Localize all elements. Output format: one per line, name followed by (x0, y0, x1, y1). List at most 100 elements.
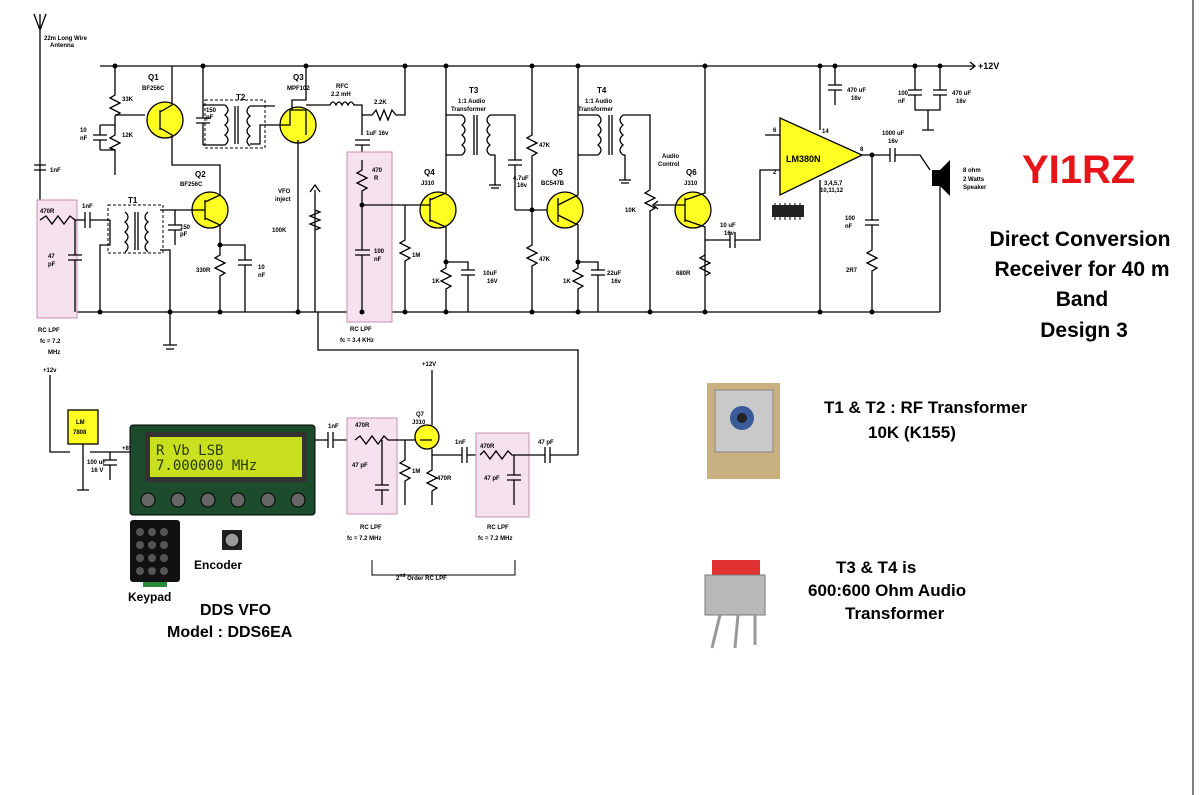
t3-coil (460, 114, 466, 156)
q7-12v-label: +12V (422, 362, 436, 368)
r680-label: 680R (676, 271, 691, 277)
q5-type: BC547B (541, 181, 565, 187)
t3-label1: 1:1 Audio (458, 99, 485, 105)
lpf4-label1: RC LPF (487, 525, 509, 531)
c1nf-a-label: 1nF (328, 424, 339, 430)
lpf2-label1: RC LPF (350, 327, 372, 333)
spk-label1: 8 ohm (963, 168, 981, 174)
r2k2-label: 2.2K (374, 100, 387, 106)
second-order-label: 2 (396, 576, 400, 582)
c150pf-t2-label1: 150 (206, 108, 217, 114)
q1-type: BF256C (142, 86, 165, 92)
c100uf-label2: 16 V (91, 468, 103, 474)
c470uf-s-label1: 470 uF (952, 91, 971, 97)
c100nf-af-label2: nF (374, 257, 382, 263)
c10uf-out-label1: 10 uF (720, 223, 736, 229)
ac-label2: Control (658, 162, 680, 168)
ic-pins-label2: 10,11,12 (820, 188, 844, 194)
c47pf-out-label: 47 pF (538, 440, 554, 446)
q1-transistor (146, 101, 184, 139)
lcd-screen (150, 437, 302, 477)
lpf4-label2: fc = 7.2 MHz (478, 536, 513, 542)
q2-type: BF256C (180, 182, 203, 188)
t4-label2: Transformer (578, 107, 614, 113)
c150pf-q2-label2: pF (180, 232, 188, 238)
lcd-line2: 7.000000 MHz (156, 458, 257, 474)
r12k-label: 12K (122, 133, 134, 139)
title-line4: Design 3 (1040, 319, 1128, 342)
c1nf-in-label: 1nF (82, 204, 93, 210)
q5-name: Q5 (552, 168, 563, 177)
t3-name: T3 (469, 86, 479, 95)
c100nf-s-label2: nF (898, 99, 906, 105)
q7-name: Q7 (416, 412, 425, 418)
q4-name: Q4 (424, 168, 435, 177)
lpf3-label1: RC LPF (360, 525, 382, 531)
q5-transistor (546, 191, 584, 229)
chip-icon (772, 203, 804, 220)
pot10k-label: 10K (625, 208, 637, 214)
c47pf-b-label: 47 pF (484, 476, 500, 482)
c100nf-o-label1: 100 (845, 216, 856, 222)
c10uf-q4-label1: 10uF (483, 271, 497, 277)
c10nf-label2: nF (80, 136, 88, 142)
c47uf-label2: 16v (517, 183, 528, 189)
encoder-icon[interactable] (222, 530, 242, 550)
rfc-label1: RFC (336, 84, 349, 90)
c47pf-label1: 47 (48, 254, 55, 260)
r47k-a-label: 47K (539, 143, 551, 149)
q6-name: Q6 (686, 168, 697, 177)
t3t4-note3: Transformer (845, 604, 945, 623)
audio-control-pot (643, 189, 657, 312)
audio-transformer-photo (704, 560, 766, 649)
pin6-label: 6 (773, 128, 777, 134)
r470-a-label: 470R (355, 423, 370, 429)
lpf3-label2: fc = 7.2 MHz (347, 536, 382, 542)
lcd-line1: R Vb LSB (156, 443, 223, 459)
r470-af-label1: 470 (372, 168, 383, 174)
pin2-label: 2 (773, 170, 777, 176)
keypad-icon[interactable] (130, 520, 180, 587)
dds-model: Model : DDS6EA (167, 624, 293, 641)
c47pf-a-label: 47 pF (352, 463, 368, 469)
lpf1-label1: RC LPF (38, 328, 60, 334)
ic-pins-label1: 3,4,5,7 (824, 181, 843, 187)
rfc-coil (306, 101, 363, 135)
svg-text:2nd Order RC LPF: 2nd Order RC LPF (396, 573, 447, 582)
c10nf-label1: 10 (80, 128, 87, 134)
c22uf-label2: 16v (611, 279, 622, 285)
dds-buttons[interactable] (140, 492, 306, 508)
t4-label1: 1:1 Audio (585, 99, 612, 105)
c100nf-s-label1: 100 (898, 91, 909, 97)
q6-transistor (674, 191, 712, 229)
pin14-label: 14 (822, 129, 829, 135)
lpf2-box (346, 151, 393, 323)
c470uf-s-label2: 16v (956, 99, 967, 105)
reg-label1: LM (76, 420, 85, 426)
c470uf-label1: 470 uF (847, 88, 866, 94)
q2-name: Q2 (195, 170, 206, 179)
supply-label: +12V (978, 61, 999, 71)
encoder-label: Encoder (194, 558, 242, 572)
pin8-label: 8 (860, 147, 864, 153)
t3t4-note1: T3 & T4 is (836, 558, 916, 577)
r33k-label: 33K (122, 97, 134, 103)
c1000uf-label1: 1000 uF (882, 131, 905, 137)
vfo-12v-label: +12v (43, 368, 57, 374)
c470uf-label2: 16v (851, 96, 862, 102)
lpf1-label3: MHz (48, 350, 60, 356)
vfo-label2: inject (275, 197, 291, 203)
lpf1-label2: fc = 7.2 (40, 339, 61, 345)
t2-label: T2 (236, 93, 246, 102)
q3-type: MPF102 (287, 86, 310, 92)
lpf2-label2: fc = 3.4 KHz (340, 338, 374, 344)
reg-label2: 7808 (73, 430, 87, 436)
r47k-b-label: 47K (539, 257, 551, 263)
title-line3: Band (1056, 288, 1109, 311)
c10uf-q4-label2: 16V (487, 279, 498, 285)
title-line1: Direct Conversion (990, 228, 1171, 251)
r1m-label: 1M (412, 469, 420, 475)
ac-label1: Audio (662, 154, 679, 160)
q7-type: J310 (412, 420, 426, 426)
